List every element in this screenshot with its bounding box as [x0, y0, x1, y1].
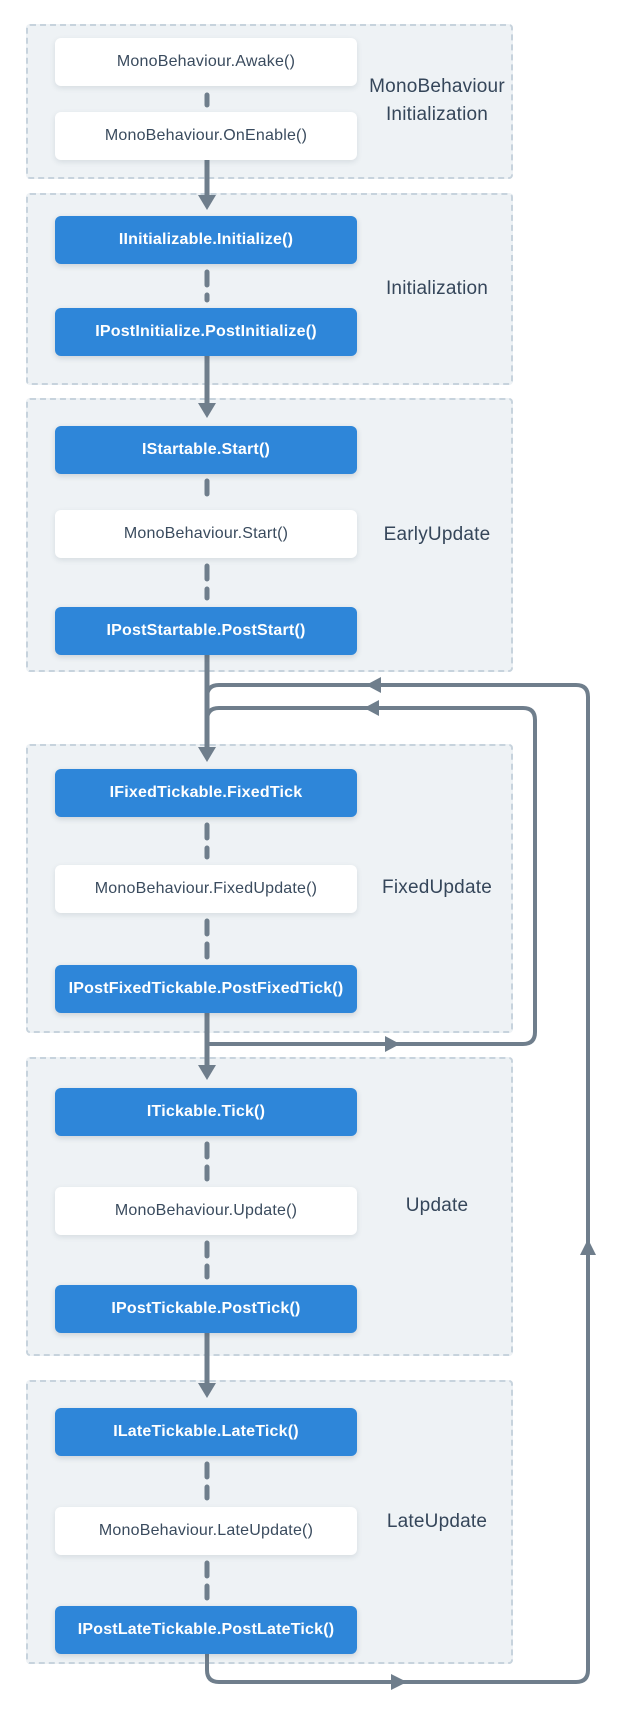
arrowhead-right	[391, 1674, 407, 1690]
box-monobehaviour-awake: MonoBehaviour.Awake()	[55, 38, 357, 86]
box-monobehaviour-update: MonoBehaviour.Update()	[55, 1187, 357, 1235]
arrowhead-left	[364, 700, 379, 716]
arrowhead-up	[580, 1239, 596, 1255]
section-label-fixedupdate: FixedUpdate	[382, 877, 492, 898]
box-ipostfixedtickable-postfixedtick: IPostFixedTickable.PostFixedTick()	[55, 965, 357, 1013]
box-istartable-start: IStartable.Start()	[55, 426, 357, 474]
box-monobehaviour-lateupdate: MonoBehaviour.LateUpdate()	[55, 1507, 357, 1555]
box-itickable-tick: ITickable.Tick()	[55, 1088, 357, 1136]
box-monobehaviour-fixedupdate: MonoBehaviour.FixedUpdate()	[55, 865, 357, 913]
section-label-update: Update	[405, 1195, 469, 1216]
box-ilatetickable-latetick: ILateTickable.LateTick()	[55, 1408, 357, 1456]
section-label-initialization: Initialization	[385, 278, 489, 299]
section-label-monobehaviour-initialization: MonoBehaviour Initialization	[369, 76, 505, 125]
box-iposttickable-posttick: IPostTickable.PostTick()	[55, 1285, 357, 1333]
box-monobehaviour-start: MonoBehaviour.Start()	[55, 510, 357, 558]
box-ipostlatetickable-postlatetick: IPostLateTickable.PostLateTick()	[55, 1606, 357, 1654]
arrowhead-right	[385, 1036, 400, 1052]
box-monobehaviour-onenable: MonoBehaviour.OnEnable()	[55, 112, 357, 160]
box-ifixedtickable-fixedtick: IFixedTickable.FixedTick	[55, 769, 357, 817]
arrowhead-left	[366, 677, 381, 693]
box-ipostinitialize-postinitialize: IPostInitialize.PostInitialize()	[55, 308, 357, 356]
box-iinitializable-initialize: IInitializable.Initialize()	[55, 216, 357, 264]
section-label-lateupdate: LateUpdate	[386, 1511, 488, 1532]
section-label-earlyupdate: EarlyUpdate	[383, 524, 491, 545]
box-ipoststartable-poststart: IPostStartable.PostStart()	[55, 607, 357, 655]
